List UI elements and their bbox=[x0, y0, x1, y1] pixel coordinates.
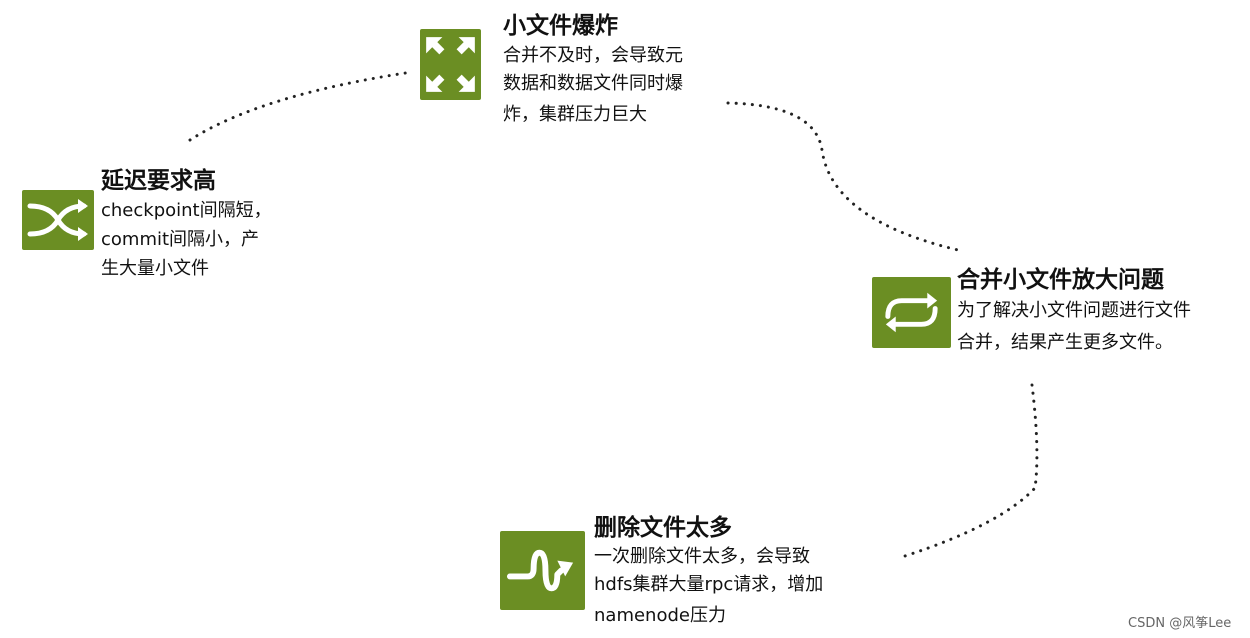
node-desc-small-file-explosion-line-1: 合并不及时，会导致元 bbox=[503, 45, 683, 66]
cycle-arrows-icon bbox=[872, 277, 951, 348]
node-title-latency: 延迟要求高 bbox=[101, 168, 216, 194]
node-desc-small-file-explosion-line-3: 炸，集群压力巨大 bbox=[503, 104, 647, 125]
node-desc-merge-amplification-line-1: 为了解决小文件问题进行文件 bbox=[957, 300, 1191, 321]
connector-explosion-to-merge bbox=[726, 101, 960, 252]
connector-latency-to-explosion bbox=[188, 70, 414, 142]
node-title-small-file-explosion: 小文件爆炸 bbox=[503, 13, 618, 39]
node-title-too-many-deletes: 删除文件太多 bbox=[594, 515, 732, 541]
node-desc-merge-amplification-line-2: 合并，结果产生更多文件。 bbox=[957, 332, 1173, 353]
node-desc-latency-line-1: checkpoint间隔短， bbox=[101, 200, 272, 221]
node-desc-too-many-deletes-line-3: namenode压力 bbox=[594, 605, 726, 626]
watermark: CSDN @风筝Lee bbox=[1128, 616, 1232, 631]
crossing-arrows-icon bbox=[22, 190, 94, 250]
node-desc-too-many-deletes-line-2: hdfs集群大量rpc请求，增加 bbox=[594, 574, 824, 595]
node-desc-too-many-deletes-line-1: 一次删除文件太多，会导致 bbox=[594, 546, 810, 567]
expand-arrows-icon bbox=[420, 29, 481, 100]
wave-arrow-icon bbox=[500, 531, 585, 610]
node-title-merge-amplification: 合并小文件放大问题 bbox=[957, 267, 1164, 293]
node-desc-latency-line-3: 生大量小文件 bbox=[101, 258, 209, 279]
node-desc-latency-line-2: commit间隔小，产 bbox=[101, 229, 260, 250]
connector-merge-to-delete bbox=[903, 383, 1039, 558]
node-desc-small-file-explosion-line-2: 数据和数据文件同时爆 bbox=[503, 73, 683, 94]
